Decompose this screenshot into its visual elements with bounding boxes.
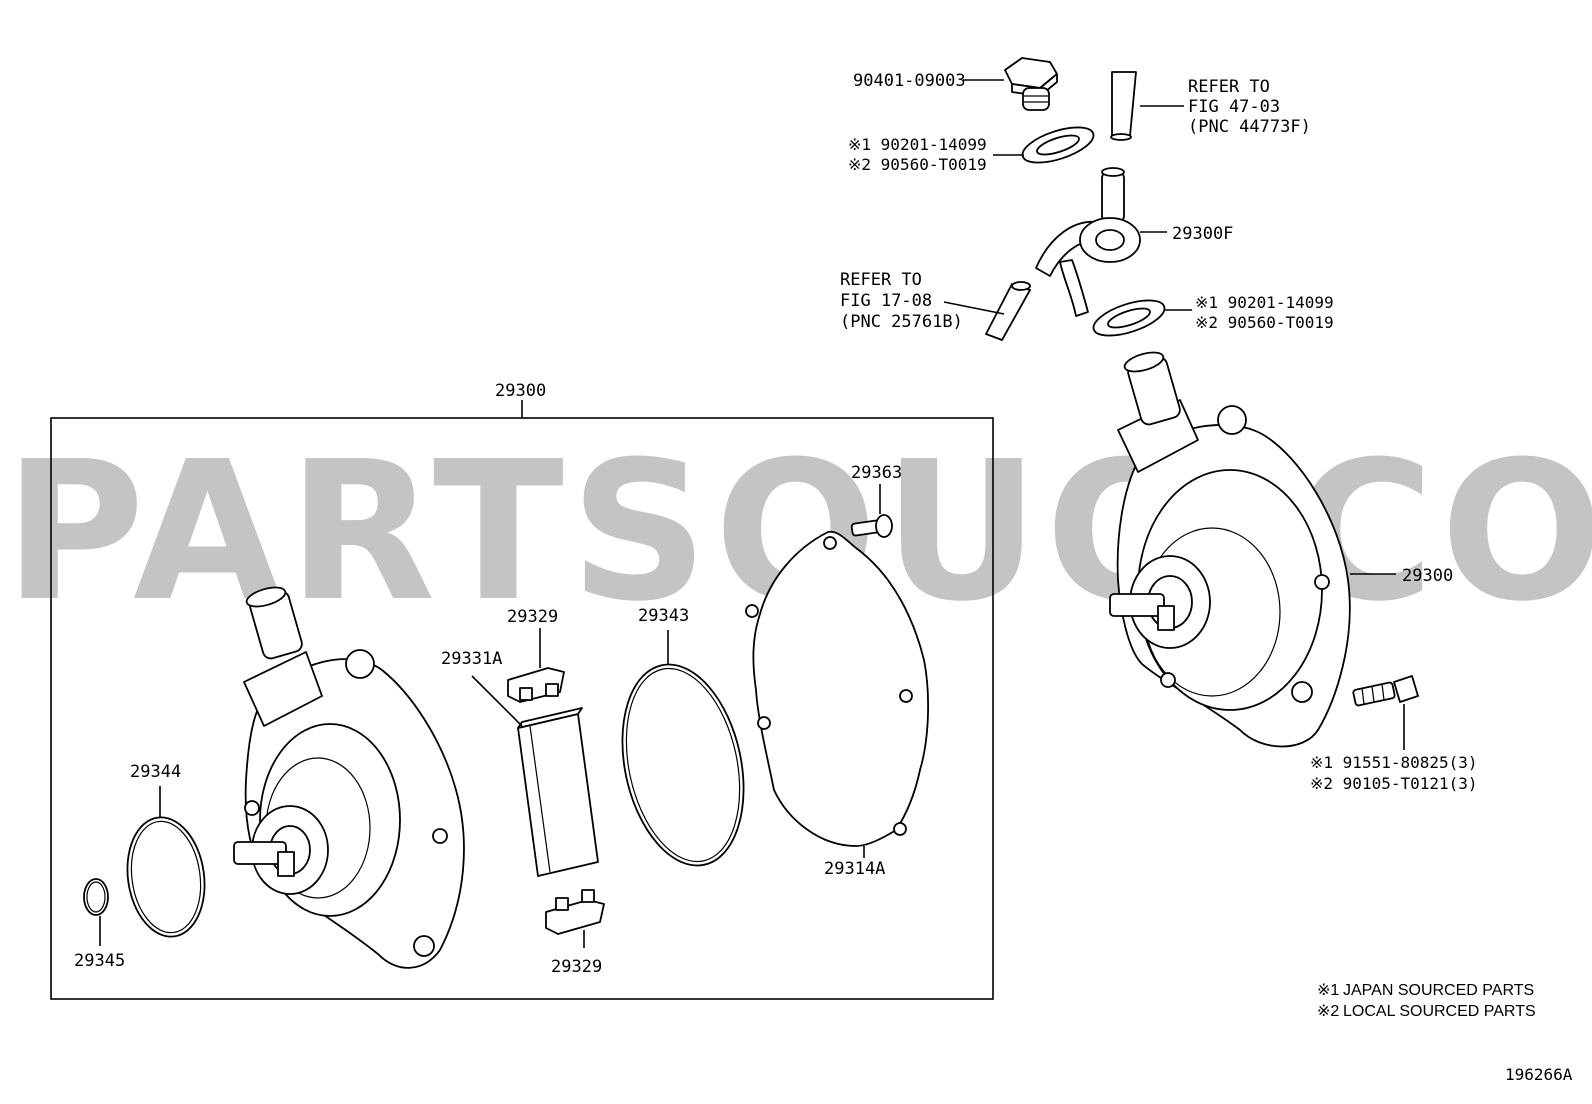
note-mark-2: ※2 <box>1317 1003 1339 1020</box>
label-29329-bot[interactable]: 29329 <box>551 957 602 977</box>
note-text-2: LOCAL SOURCED PARTS <box>1343 1003 1536 1020</box>
assembly-box: 29300 <box>50 381 994 1000</box>
diagram-id: 196266A <box>1505 1065 1573 1084</box>
label-washer-top-2[interactable]: ※2 90560-T0019 <box>848 155 987 174</box>
label-29300F[interactable]: 29300F <box>1172 224 1233 244</box>
label-29344[interactable]: 29344 <box>130 762 181 782</box>
vacuum-pump-assembly-part[interactable] <box>1109 349 1351 748</box>
label-bolt-2[interactable]: ※2 90105-T0121(3) <box>1310 774 1478 793</box>
upper-hose-part[interactable] <box>1110 71 1137 141</box>
label-29345[interactable]: 29345 <box>74 951 125 971</box>
plug-90401-part[interactable] <box>1004 57 1058 111</box>
cover-29314A-part[interactable] <box>745 530 929 847</box>
pump-body-part[interactable] <box>233 584 465 969</box>
oring-29345-part[interactable] <box>83 878 109 916</box>
oring-29344-part[interactable] <box>120 812 212 941</box>
bolt-part[interactable] <box>1352 675 1419 707</box>
screw-29363-part[interactable] <box>850 514 893 538</box>
label-29331A[interactable]: 29331A <box>441 649 502 669</box>
label-refer-upper-2[interactable]: FIG 47-03 <box>1188 97 1280 117</box>
union-29300F-part[interactable] <box>1035 167 1141 317</box>
label-refer-lower-3: (PNC 25761B) <box>840 312 963 332</box>
label-29314A[interactable]: 29314A <box>824 859 885 879</box>
lower-washer-part[interactable] <box>1089 293 1168 342</box>
note-text-1: JAPAN SOURCED PARTS <box>1343 982 1534 999</box>
label-washer-bot-2[interactable]: ※2 90560-T0019 <box>1195 313 1334 332</box>
clip-29329-top-part[interactable] <box>507 667 565 703</box>
oring-29343-part[interactable] <box>605 653 761 877</box>
label-washer-top-1[interactable]: ※1 90201-14099 <box>848 135 987 154</box>
label-refer-upper-1: REFER TO <box>1188 77 1270 97</box>
label-refer-lower-1: REFER TO <box>840 270 922 290</box>
upper-washer-part[interactable] <box>1018 120 1097 169</box>
vane-29331A-part[interactable] <box>517 707 599 877</box>
label-29300-right[interactable]: 29300 <box>1402 566 1453 586</box>
label-29363[interactable]: 29363 <box>851 463 902 483</box>
label-29329-top[interactable]: 29329 <box>507 607 558 627</box>
label-29343[interactable]: 29343 <box>638 606 689 626</box>
source-legend: ※1 JAPAN SOURCED PARTS ※2 LOCAL SOURCED … <box>1317 982 1536 1020</box>
lower-hose-part[interactable] <box>985 281 1031 341</box>
label-90401-09003[interactable]: 90401-09003 <box>853 71 966 91</box>
label-refer-lower-2[interactable]: FIG 17-08 <box>840 291 932 311</box>
assembly-box-label: 29300 <box>495 381 546 401</box>
label-bolt-1[interactable]: ※1 91551-80825(3) <box>1310 753 1478 772</box>
note-mark-1: ※1 <box>1317 982 1339 999</box>
clip-29329-bot-part[interactable] <box>545 889 605 935</box>
label-washer-bot-1[interactable]: ※1 90201-14099 <box>1195 293 1334 312</box>
label-refer-upper-3: (PNC 44773F) <box>1188 117 1311 137</box>
